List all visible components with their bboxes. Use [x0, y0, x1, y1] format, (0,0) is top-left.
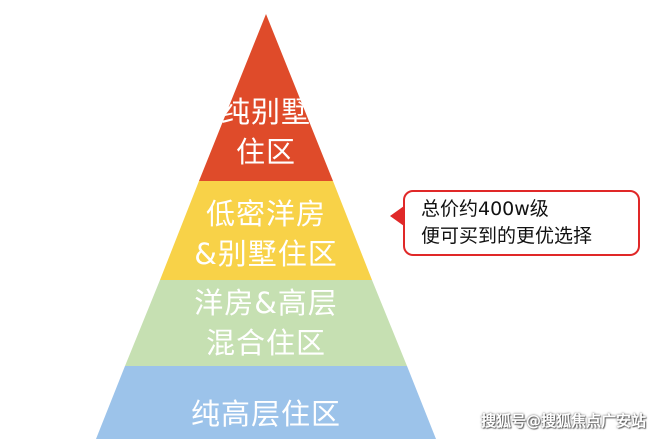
tier-label-line: 洋房&高层	[194, 286, 338, 320]
price-callout: 总价约400w级 便可买到的更优选择	[403, 190, 640, 256]
tier-label-line: 低密洋房	[205, 197, 326, 231]
watermark: 搜狐号@搜狐焦点广安站	[480, 412, 646, 430]
tier-label-line: &别墅住区	[194, 237, 338, 271]
tier-pure-villa-shape	[199, 14, 333, 181]
tier-label-pure-villa: 纯别墅 住区	[146, 92, 386, 172]
tier-low-density-shape	[160, 181, 372, 280]
tier-label-mixed: 洋房&高层 混合住区	[146, 283, 386, 363]
tier-mixed-shape	[125, 280, 407, 366]
tier-label-low-density: 低密洋房 &别墅住区	[146, 194, 386, 274]
tier-label-high-rise: 纯高层住区	[146, 394, 386, 434]
tier-label-line: 住区	[235, 135, 296, 169]
tier-label-line: 混合住区	[205, 326, 326, 360]
tier-label-line: 纯高层住区	[190, 397, 341, 431]
tier-high-rise-shape	[96, 366, 436, 439]
callout-line-1: 总价约400w级	[421, 198, 549, 220]
tier-label-line: 纯别墅	[220, 95, 311, 129]
callout-line-2: 便可买到的更优选择	[421, 225, 593, 247]
callout-pointer	[390, 206, 404, 226]
